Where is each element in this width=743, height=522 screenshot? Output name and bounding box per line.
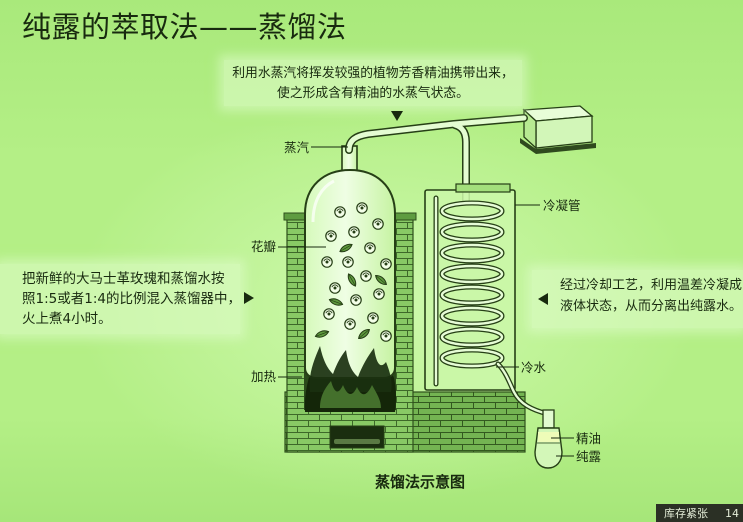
separator-flask xyxy=(534,409,563,469)
furnace-cap-left xyxy=(283,212,308,221)
slide-title: 纯露的萃取法——蒸馏法 xyxy=(22,10,347,44)
label-essential-oil: 精油 xyxy=(576,431,601,446)
triangle-right-icon xyxy=(244,292,254,304)
label-hydrosol: 纯露 xyxy=(576,449,602,464)
petal xyxy=(380,330,392,342)
petal xyxy=(334,206,346,218)
condenser-inlet-bore xyxy=(452,122,469,203)
coil-loop-bore xyxy=(440,222,504,242)
right-callout-line-2: 液体状态，从而分离出纯露水。 xyxy=(560,299,743,314)
coil-loop-bore xyxy=(440,201,504,221)
petal xyxy=(367,312,379,324)
label-heating: 加热 xyxy=(251,369,277,384)
coil-loop-bore xyxy=(440,285,504,305)
furnace-cap-right xyxy=(392,212,417,221)
petal xyxy=(360,270,372,282)
outlet-pipe-bore xyxy=(496,362,550,416)
petal xyxy=(342,256,354,268)
label-cold-water: 冷水 xyxy=(521,360,547,375)
label-steam: 蒸汽 xyxy=(284,140,310,155)
top-callout-line-1: 利用水蒸汽将挥发较强的植物芳香精油携带出来， xyxy=(232,66,514,81)
petal xyxy=(350,294,362,306)
petal xyxy=(373,288,385,300)
petal xyxy=(329,282,341,294)
petal xyxy=(364,242,376,254)
coil-loop-bore xyxy=(440,348,504,368)
left-callout-line-3: 火上煮4小时。 xyxy=(22,311,112,327)
petal xyxy=(372,218,384,230)
steam-pipe-bore xyxy=(346,115,527,153)
oil-layer xyxy=(538,432,559,442)
tank-front xyxy=(535,115,593,149)
diagram-labels: 蒸汽 花瓣 加热 冷凝管 冷水 精油 纯露 蒸馏法示意图 xyxy=(251,140,602,491)
coil-loop-bore xyxy=(440,264,504,284)
page-number: 14 xyxy=(725,506,739,520)
petal xyxy=(356,202,368,214)
fire-front xyxy=(309,346,392,408)
condenser-coil xyxy=(433,195,505,387)
firebox-opening xyxy=(329,425,385,449)
water-tank xyxy=(520,105,596,154)
footer-bar: 库存紧张 14 xyxy=(656,504,743,522)
condenser-cap xyxy=(455,183,511,193)
left-callout-line-1: 把新鲜的大马士革玫瑰和蒸馏水按 xyxy=(22,271,225,287)
flame-glow xyxy=(320,381,381,408)
triangle-down-icon xyxy=(391,111,403,121)
top-callout: 利用水蒸汽将挥发较强的植物芳香精油携带出来， 使之形成含有精油的水蒸气状态。 xyxy=(224,60,522,106)
footer-label: 库存紧张 xyxy=(664,507,708,520)
left-callout: 把新鲜的大马士革玫瑰和蒸馏水按 照1:5或者1:4的比例混入蒸馏器中， 火上煮4… xyxy=(0,264,240,334)
coil-loop-bore xyxy=(440,306,504,326)
coil-loop-bore xyxy=(440,327,504,347)
steam-pipe xyxy=(345,114,528,204)
petal xyxy=(344,318,356,330)
right-callout: 经过冷却工艺，利用温差冷凝成 液体状态，从而分离出纯露水。 xyxy=(532,270,743,328)
petal xyxy=(380,258,392,270)
triangle-left-icon xyxy=(538,293,548,305)
flask-neck xyxy=(542,409,555,429)
petal xyxy=(348,226,360,238)
petal xyxy=(323,308,335,320)
right-callout-line-1: 经过冷却工艺，利用温差冷凝成 xyxy=(560,278,743,293)
left-callout-line-2: 照1:5或者1:4的比例混入蒸馏器中， xyxy=(22,291,240,307)
still-highlight xyxy=(311,179,335,223)
petal xyxy=(325,230,337,242)
tank-base xyxy=(520,138,596,154)
petal xyxy=(321,256,333,268)
top-callout-line-2: 使之形成含有精油的水蒸气状态。 xyxy=(277,86,469,101)
diagram-caption: 蒸馏法示意图 xyxy=(375,473,465,491)
flame-front xyxy=(309,346,392,392)
firebox-ash xyxy=(334,439,380,444)
outlet-pipe xyxy=(495,361,551,417)
coil-loop-bore xyxy=(440,243,504,263)
firebox-door xyxy=(329,425,385,449)
label-petals: 花瓣 xyxy=(251,239,277,254)
label-condenser: 冷凝管 xyxy=(543,198,581,213)
